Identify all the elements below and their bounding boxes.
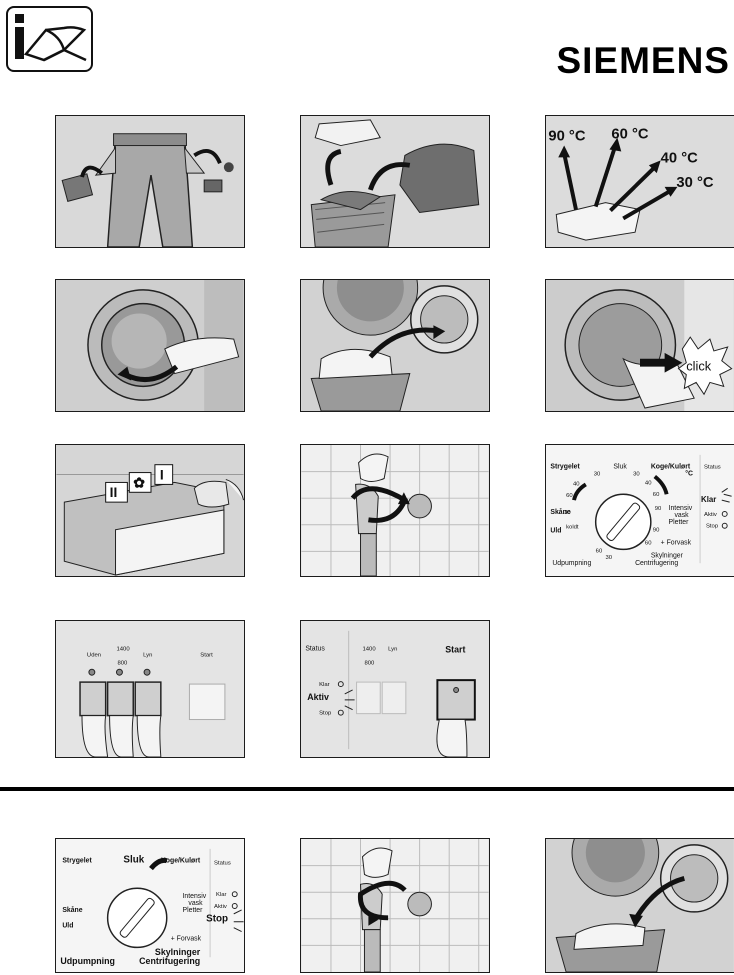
temp-60: 60 °C [611,127,648,143]
panel-temperatures: 90 °C 60 °C 40 °C 30 °C [545,115,734,248]
label-uden: Uden [87,652,101,658]
svg-text:+ Forvask: + Forvask [171,935,202,942]
svg-text:koldt: koldt [566,525,579,531]
panel-sort-laundry [300,115,490,248]
label-start-dim: Start [200,652,213,658]
svg-text:30: 30 [564,510,571,516]
svg-text:90: 90 [653,528,660,534]
temp-30: 30 °C [676,175,713,191]
click-label: click [686,359,711,374]
panel-program-dial: Strygelet Sluk Koge/Kulørt °C Intensiv v… [545,444,734,577]
section-divider [0,787,734,791]
svg-text:Pletter: Pletter [183,907,204,914]
dial-status-title: Status [704,465,721,471]
svg-text:30: 30 [606,555,613,561]
svg-text:30: 30 [633,472,640,478]
temp-40: 40 °C [661,150,698,166]
dial-status-aktiv: Aktiv [704,512,717,518]
label-lyn: Lyn [143,652,152,658]
start-label: Start [445,645,465,655]
label-sluk: Sluk [613,464,627,471]
label-centrifugering: Centrifugering [635,560,678,567]
label-udpumpning: Udpumpning [552,560,591,567]
panel-open-door [55,279,245,412]
compartment-flower: ✿ [133,475,145,490]
start-status-title: Status [305,646,325,653]
svg-text:Intensiv: Intensiv [183,893,207,900]
svg-text:Skylninger: Skylninger [155,947,201,957]
label-degc: °C [685,470,693,478]
start-label-lyn: Lyn [388,647,397,653]
panel-tap [300,444,490,577]
start-label-1400: 1400 [362,647,376,653]
dial-status-klar: Klar [701,495,716,504]
dial2-sluk: Sluk [123,855,144,866]
panel-load-laundry [300,279,490,412]
label-uld: Uld [550,528,561,535]
panel-close-tap [300,838,490,973]
start-label-800: 800 [364,660,375,666]
svg-text:Koge/Kulørt: Koge/Kulørt [161,858,201,865]
label-vask: vask [674,512,689,519]
label-800: 800 [117,660,128,666]
label-skane: Skåne [550,508,570,516]
svg-text:Centrifugering: Centrifugering [139,956,200,966]
info-book-icon [6,6,93,72]
start-status-klar: Klar [319,682,330,688]
label-intensiv: Intensiv [669,505,693,512]
panel-close-door: click [545,279,734,412]
svg-text:40: 40 [645,480,652,486]
label-1400: 1400 [116,647,130,653]
panel-unload-laundry [545,838,734,973]
label-pletter: Pletter [669,519,690,526]
svg-text:60: 60 [645,540,652,546]
svg-text:vask: vask [188,900,203,907]
dial2-stop: Stop [206,914,228,925]
start-status-stop: Stop [319,711,332,717]
svg-text:Udpumpning: Udpumpning [60,956,115,966]
panel-option-buttons: Uden 1400 800 Lyn Start [55,620,245,758]
panel-start: Status Klar Aktiv Stop 1400 800 Lyn Star… [300,620,490,758]
svg-text:40: 40 [573,481,580,487]
start-status-aktiv: Aktiv [307,692,329,702]
svg-text:Klar: Klar [216,892,227,898]
svg-text:60: 60 [596,548,603,554]
label-skylninger: Skylninger [651,552,684,559]
svg-text:Aktiv: Aktiv [214,904,227,910]
label-koge: Koge/Kulørt [651,464,691,471]
svg-text:Skåne: Skåne [62,906,82,914]
svg-text:Status: Status [214,861,231,867]
panel-empty-pockets [55,115,245,248]
label-forvask: + Forvask [661,539,692,546]
svg-text:60: 60 [653,492,660,498]
dial-status-stop: Stop [706,524,719,530]
panel-detergent: II ✿ I [55,444,245,577]
temp-90: 90 °C [548,129,585,145]
svg-text:60: 60 [566,493,573,499]
panel-program-dial-off: Strygelet Sluk Koge/Kulørt Intensiv vask… [55,838,245,973]
svg-text:Strygelet: Strygelet [62,858,92,865]
compartment-I: I [160,467,164,482]
svg-text:90: 90 [655,506,662,512]
svg-text:Uld: Uld [62,923,73,930]
compartment-II: II [110,485,118,500]
brand-logo: SIEMENS [556,40,730,81]
label-strygelet: Strygelet [550,464,580,471]
svg-text:30: 30 [594,472,601,478]
